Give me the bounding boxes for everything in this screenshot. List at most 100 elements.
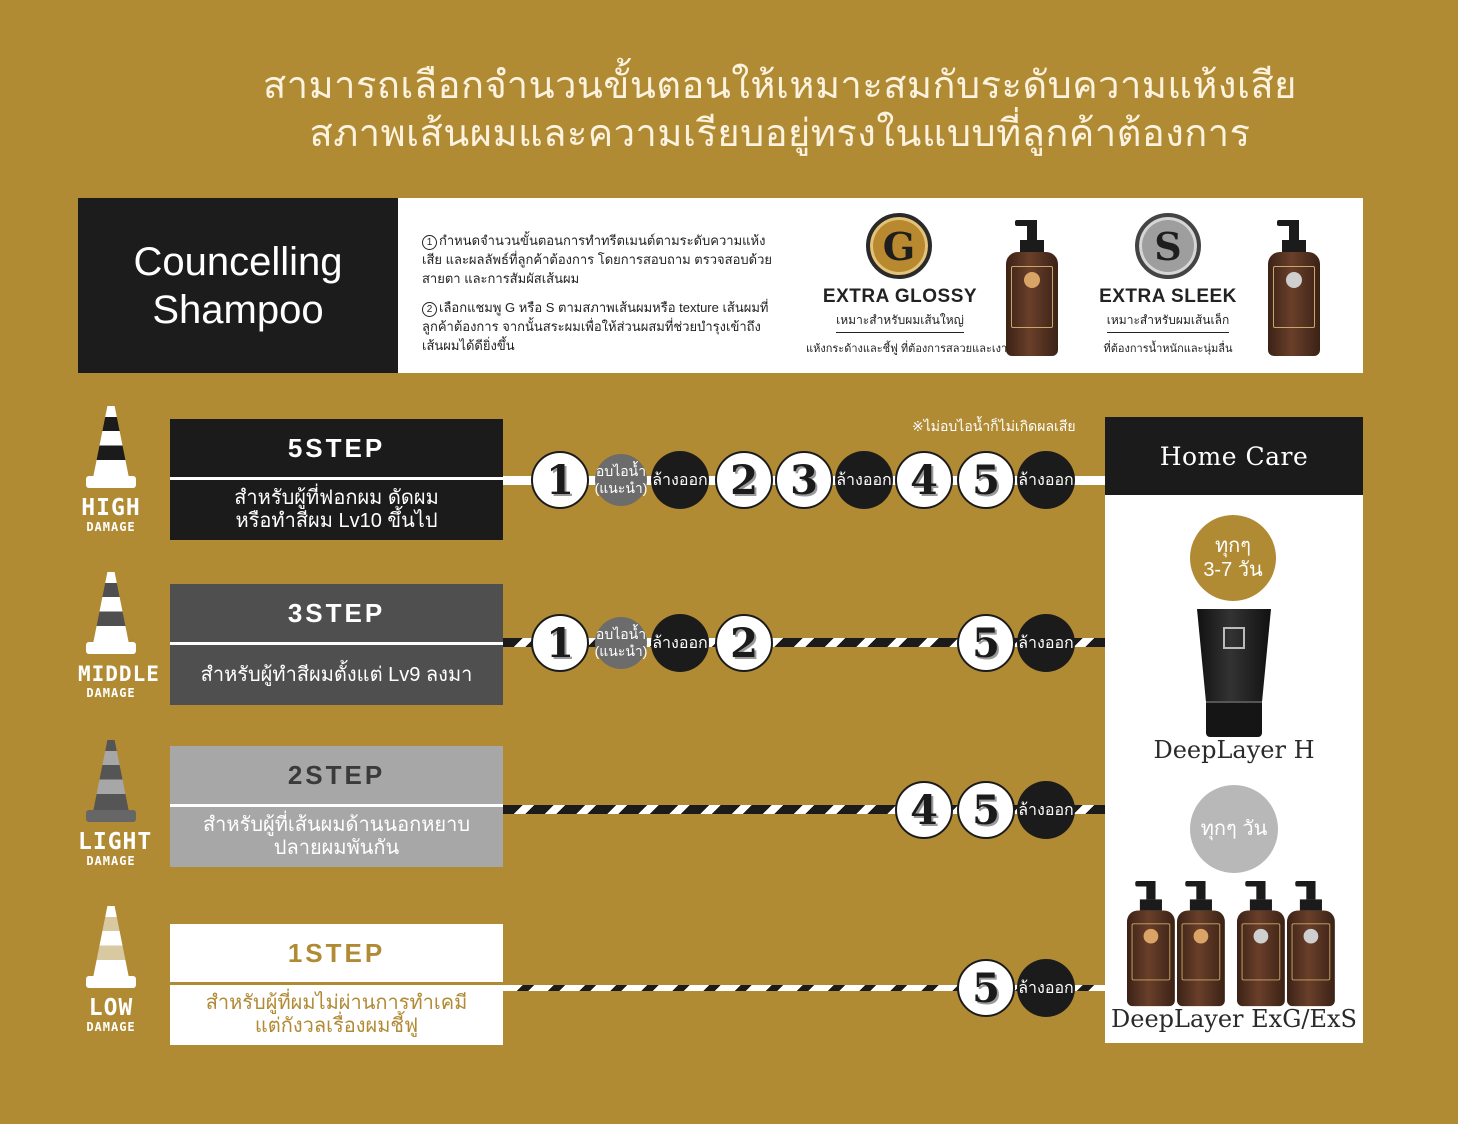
freq1-line-1: ทุกๆ: [1214, 535, 1252, 557]
step-2-desc-line-1: สำหรับผู้ที่เส้นผมด้านนอกหยาบ: [202, 814, 471, 836]
row5-rinse-circle-3: ล้างออก: [1017, 451, 1075, 509]
row5-step-2-circle: 2: [715, 451, 773, 509]
headline-line-1: สามารถเลือกจำนวนขั้นตอนให้เหมาะสมกับระดั…: [263, 65, 1297, 107]
step-1-desc-line-1: สำหรับผู้ที่ผมไม่ผ่านการทำเคมี: [205, 992, 468, 1014]
step-5-desc: สำหรับผู้ที่ฟอกผม ดัดผมหรือทำสีผม Lv10 ข…: [170, 480, 503, 540]
deeplayer-h-name: DeepLayer H: [1153, 736, 1315, 764]
exs-bottle-1: [1237, 881, 1285, 1007]
middle-damage-cone-icon: [86, 572, 136, 654]
glossy-badge-letter: G: [882, 223, 916, 269]
step-1-title: 1STEP: [170, 924, 503, 982]
low-damage-cone-icon: [86, 906, 136, 988]
step-1-desc-line-2: แต่กังวลเรื่องผมชี้ฟู: [254, 1015, 419, 1037]
damage-middle: MIDDLE DAMAGE: [78, 572, 160, 700]
freq2-text: ทุกๆ วัน: [1200, 818, 1268, 840]
damage-high-sub: DAMAGE: [86, 520, 136, 534]
row1-rinse-circle: ล้างออก: [1017, 959, 1075, 1017]
sleek-badge-letter: S: [1154, 223, 1182, 269]
glossy-product-note: แห้งกระด้างและชี้ฟู ที่ต้องการสลวยและเงา…: [806, 343, 1026, 355]
row3-rinse-circle-2: ล้างออก: [1017, 614, 1075, 672]
row3-step-2-circle: 2: [715, 614, 773, 672]
step-5-desc-line-1: สำหรับผู้ที่ฟอกผม ดัดผม: [234, 487, 439, 509]
damage-low-word: LOW: [88, 995, 134, 1021]
step-5-title: 5STEP: [170, 419, 503, 477]
row2-step-5-circle: 5: [957, 781, 1015, 839]
damage-middle-sub: DAMAGE: [86, 686, 136, 700]
home-care-panel: Home Care ทุกๆ 3-7 วัน DeepLayer H ทุกๆ …: [1105, 417, 1363, 1043]
damage-high-word: HIGH: [81, 495, 141, 521]
glossy-shampoo-bottle-image: [1006, 220, 1058, 356]
headline: สามารถเลือกจำนวนขั้นตอนให้เหมาะสมกับระดั…: [200, 62, 1360, 158]
damage-middle-word: MIDDLE: [78, 662, 160, 686]
step-1-desc: สำหรับผู้ที่ผมไม่ผ่านการทำเคมีแต่กังวลเร…: [170, 985, 503, 1045]
glossy-badge-icon: G: [866, 213, 932, 279]
sleek-badge-icon: S: [1135, 213, 1201, 279]
row5-steam-circle: อบไอน้ำ(แนะนำ): [595, 454, 647, 506]
glossy-product-name: EXTRA GLOSSY: [822, 286, 978, 307]
freq-badge-every-day: ทุกๆ วัน: [1190, 785, 1278, 873]
row1-step-5-circle: 5: [957, 959, 1015, 1017]
step-box-2step: 2STEP สำหรับผู้ที่เส้นผมด้านนอกหยาบปลายผ…: [170, 746, 503, 867]
freq1-line-2: 3-7 วัน: [1203, 559, 1263, 581]
freq-badge-3-7-days: ทุกๆ 3-7 วัน: [1190, 515, 1276, 601]
deeplayer-exg-exs-name: DeepLayer ExG/ExS: [1111, 1005, 1357, 1033]
step-3-title: 3STEP: [170, 584, 503, 642]
counselling-title-line-1: Councelling: [133, 239, 343, 284]
row5-steam-line-1: อบไอน้ำ: [595, 463, 647, 479]
damage-light-sub: DAMAGE: [86, 854, 136, 868]
counselling-shampoo-title: Councelling Shampoo: [78, 198, 398, 373]
rail-2step: [503, 805, 1105, 814]
step-box-3step: 3STEP สำหรับผู้ทำสีผมตั้งแต่ Lv9 ลงมา: [170, 584, 503, 705]
high-damage-cone-icon: [86, 406, 136, 488]
damage-low-sub: DAMAGE: [86, 1020, 136, 1034]
damage-low: LOW DAMAGE: [78, 906, 144, 1034]
note-2-number: 2: [422, 302, 437, 317]
step-2-title: 2STEP: [170, 746, 503, 804]
row5-step-5-circle: 5: [957, 451, 1015, 509]
row5-step-1-circle: 1: [531, 451, 589, 509]
step-3-desc-line-1: สำหรับผู้ทำสีผมตั้งแต่ Lv9 ลงมา: [200, 663, 473, 686]
damage-light-word: LIGHT: [78, 829, 153, 855]
row3-rinse-circle-1: ล้างออก: [651, 614, 709, 672]
headline-line-2: สภาพเส้นผมและความเรียบอยู่ทรงในแบบที่ลูก…: [309, 113, 1251, 155]
damage-high: HIGH DAMAGE: [78, 406, 144, 534]
row5-steam-line-2: (แนะนำ): [594, 480, 648, 496]
step-3-desc: สำหรับผู้ทำสีผมตั้งแต่ Lv9 ลงมา: [170, 645, 503, 705]
glossy-product-info: EXTRA GLOSSY เหมาะสำหรับผมเส้นใหญ่ แห้งก…: [806, 286, 1026, 357]
row5-rinse-circle-2: ล้างออก: [835, 451, 893, 509]
rail-3step: [503, 638, 1105, 647]
sleek-product-note: ที่ต้องการน้ำหนักและนุ่มลื่น: [1103, 343, 1233, 355]
row5-rinse-circle-1: ล้างออก: [651, 451, 709, 509]
exs-bottle-2: [1287, 881, 1335, 1007]
note-2-text: เลือกแชมพู G หรือ S ตามสภาพเส้นผมหรือ te…: [422, 300, 769, 353]
row3-steam-line-2: (แนะนำ): [594, 643, 648, 659]
deeplayer-exg-exs-bottles-image: [1127, 881, 1347, 1011]
sleek-product-sub: เหมาะสำหรับผมเส้นเล็ก: [1106, 311, 1230, 333]
row2-rinse-circle: ล้างออก: [1017, 781, 1075, 839]
step-2-desc: สำหรับผู้ที่เส้นผมด้านนอกหยาบปลายผมพันกั…: [170, 807, 503, 867]
damage-light: LIGHT DAMAGE: [78, 740, 153, 868]
step-2-desc-line-2: ปลายผมพันกัน: [273, 837, 400, 859]
step-box-5step: 5STEP สำหรับผู้ที่ฟอกผม ดัดผมหรือทำสีผม …: [170, 419, 503, 540]
step-box-1step: 1STEP สำหรับผู้ที่ผมไม่ผ่านการทำเคมีแต่ก…: [170, 924, 503, 1045]
light-damage-cone-icon: [86, 740, 136, 822]
exg-bottle-1: [1127, 881, 1175, 1007]
deeplayer-h-tube-image: [1197, 609, 1271, 737]
note-1-text: กำหนดจำนวนขั้นตอนการทำทรีตเมนต์ตามระดับค…: [422, 233, 772, 286]
row3-step-1-circle: 1: [531, 614, 589, 672]
home-care-title: Home Care: [1105, 417, 1363, 495]
row5-step-4-circle: 4: [895, 451, 953, 509]
note-1-number: 1: [422, 235, 437, 250]
no-damage-note: ※ไม่อบไอน้ำก็ไม่เกิดผลเสีย: [912, 418, 1076, 434]
exg-bottle-2: [1177, 881, 1225, 1007]
counselling-title-line-2: Shampoo: [152, 287, 324, 332]
row3-step-5-circle: 5: [957, 614, 1015, 672]
row3-steam-circle: อบไอน้ำ(แนะนำ): [595, 617, 647, 669]
step-5-desc-line-2: หรือทำสีผม Lv10 ขึ้นไป: [235, 510, 438, 532]
row5-step-3-circle: 3: [775, 451, 833, 509]
sleek-product-info: EXTRA SLEEK เหมาะสำหรับผมเส้นเล็ก ที่ต้อ…: [1088, 286, 1248, 357]
rail-1step: [503, 985, 1105, 991]
